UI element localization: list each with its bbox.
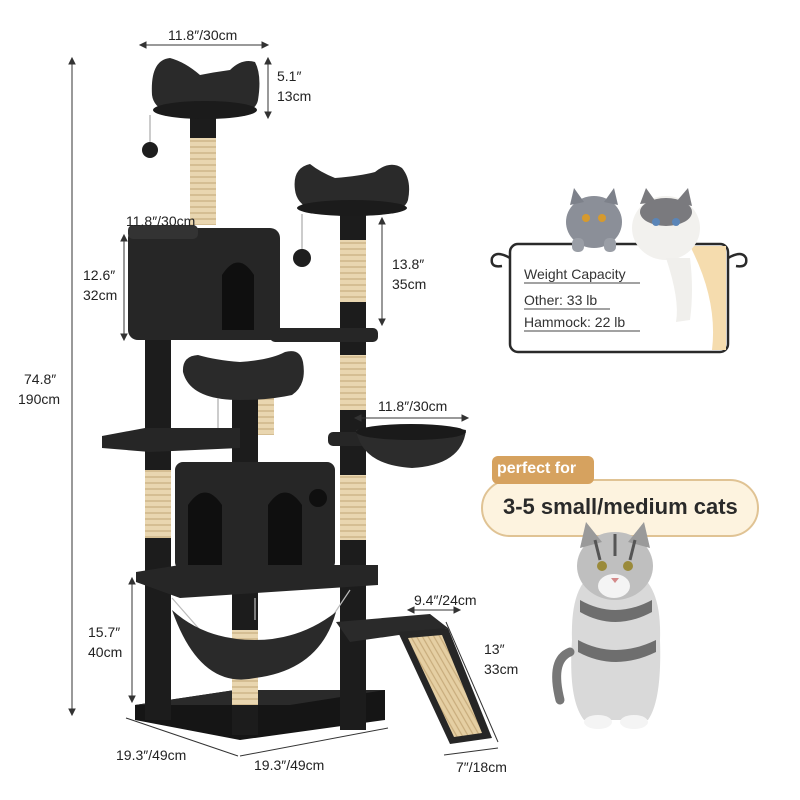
dim-ramp-base: 7″/18cm [456, 759, 507, 775]
dim-ramp-length-in: 13″ [484, 641, 505, 657]
badge-text: 3-5 small/medium cats [503, 494, 738, 519]
dim-total-height-cm: 190cm [18, 391, 61, 407]
dim-base-width: 19.3″/49cm [254, 757, 325, 773]
lower-condo [175, 462, 335, 570]
capacity-hammock: Hammock: 22 lb [524, 314, 626, 330]
top-perch [142, 58, 260, 158]
upper-platform [270, 328, 378, 342]
left-platform [102, 428, 240, 452]
dim-top-height-cm: 13cm [277, 88, 312, 104]
ramp [336, 614, 492, 744]
perfect-for-badge [481, 456, 759, 537]
dim-condo-width: 11.8″/30cm [126, 213, 196, 229]
dim-ramp-width: 9.4″/24cm [414, 592, 477, 608]
dim-top-height-in: 5.1″ [277, 68, 302, 84]
dim-hammock-height-cm: 40cm [88, 644, 123, 660]
dim-condo-height-cm: 32cm [83, 287, 118, 303]
cat-pair-image [566, 188, 700, 322]
dimension-lines [68, 41, 499, 757]
capacity-other: Other: 33 lb [524, 292, 598, 308]
dim-top-width: 11.8″/30cm [168, 27, 238, 43]
lower-platform [136, 565, 378, 598]
upper-right-perch [293, 164, 410, 267]
upper-condo [128, 225, 280, 340]
dim-condo-height-in: 12.6″ [83, 267, 116, 283]
sisal-posts [145, 108, 366, 735]
dim-base-depth: 19.3″/49cm [116, 747, 187, 763]
dim-basket-width: 11.8″/30cm [378, 398, 448, 414]
dim-post-height-in: 13.8″ [392, 256, 425, 272]
hammock [171, 589, 351, 680]
dim-ramp-length-cm: 33cm [484, 661, 519, 677]
dim-hammock-height-in: 15.7″ [88, 624, 121, 640]
badge-tag: perfect for [497, 460, 577, 477]
dim-post-height-cm: 35cm [392, 276, 427, 292]
basket [328, 424, 466, 468]
tabby-cat-image [552, 522, 661, 729]
capacity-title: Weight Capacity [524, 266, 626, 282]
base-board [135, 690, 385, 740]
dim-total-height-in: 74.8″ [24, 371, 57, 387]
